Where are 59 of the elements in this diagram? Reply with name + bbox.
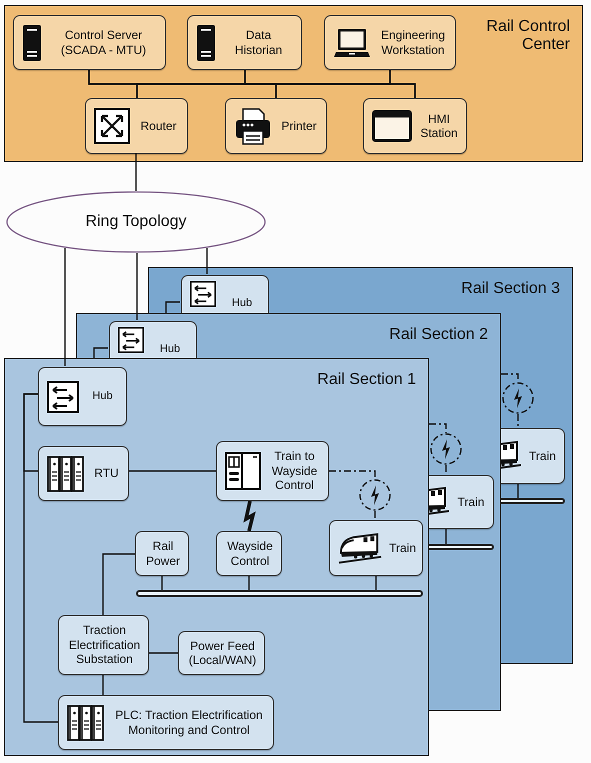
connector-line (102, 675, 104, 695)
device-box: Train (429, 475, 494, 529)
device-box: Wayside Control (216, 531, 282, 576)
device-box: Printer (225, 98, 327, 154)
connector-line (445, 529, 447, 544)
device-box: HMI Station (363, 98, 467, 154)
rail-bus-bar (429, 544, 494, 550)
device-box: PLC: Traction Electrification Monitoring and Control (58, 695, 274, 750)
lightning-link (243, 500, 256, 532)
device-box: Hub (109, 321, 197, 359)
connector-line (248, 576, 250, 590)
connector-line (161, 576, 163, 590)
rail-bus-bar (136, 590, 423, 597)
device-box: Control Server (SCADA - MTU) (13, 15, 166, 70)
connector-line (135, 153, 137, 191)
connector-line (165, 301, 180, 313)
section-panel (4, 358, 429, 756)
connector-line (136, 253, 138, 320)
dash-dot-link (329, 470, 376, 479)
wireless-symbol (430, 433, 462, 465)
connector-line (102, 553, 135, 615)
device-box: RTU (38, 446, 129, 501)
node-label: Ring Topology (85, 213, 187, 231)
panel-title: Rail Section 1 (316, 371, 416, 390)
connector-line (149, 652, 178, 654)
connector-line (23, 393, 58, 723)
dash-dot-link (501, 373, 519, 382)
section-panel (76, 313, 501, 358)
panel-title: Rail Control Center (485, 18, 570, 55)
connector-line (517, 484, 519, 498)
panel-title: Rail Section 2 (388, 326, 488, 344)
ring-ellipse (6, 191, 266, 253)
device-box: Hub (181, 275, 269, 314)
device-box: Engineering Workstation (324, 15, 456, 70)
panel-title: Rail Section 3 (460, 280, 560, 298)
device-box: Train (501, 428, 565, 484)
dash-dot-link (517, 414, 519, 428)
dash-dot-link (445, 465, 447, 475)
dash-dot-link (429, 423, 447, 433)
wireless-symbol (359, 479, 391, 511)
connector-line (389, 70, 416, 98)
device-box: Router (85, 98, 188, 154)
device-box: Data Historian (187, 15, 302, 70)
device-box: Train (329, 520, 423, 576)
device-box: Power Feed (Local/WAN) (178, 631, 265, 675)
rail-bus-bar (501, 498, 565, 504)
device-box: Rail Power (135, 531, 189, 576)
control-center-panel (4, 5, 583, 162)
device-box: Hub (38, 367, 127, 426)
device-box: Train to Wayside Control (216, 441, 329, 501)
section-panel (148, 267, 573, 313)
connector-line (93, 347, 108, 358)
connector-line (64, 248, 66, 366)
connector-line (375, 576, 377, 590)
device-box: Traction Electrification Substation (58, 615, 149, 675)
connector-line (206, 248, 208, 274)
connector-line (129, 470, 216, 472)
wireless-symbol (502, 382, 534, 414)
dash-dot-link (374, 511, 376, 520)
